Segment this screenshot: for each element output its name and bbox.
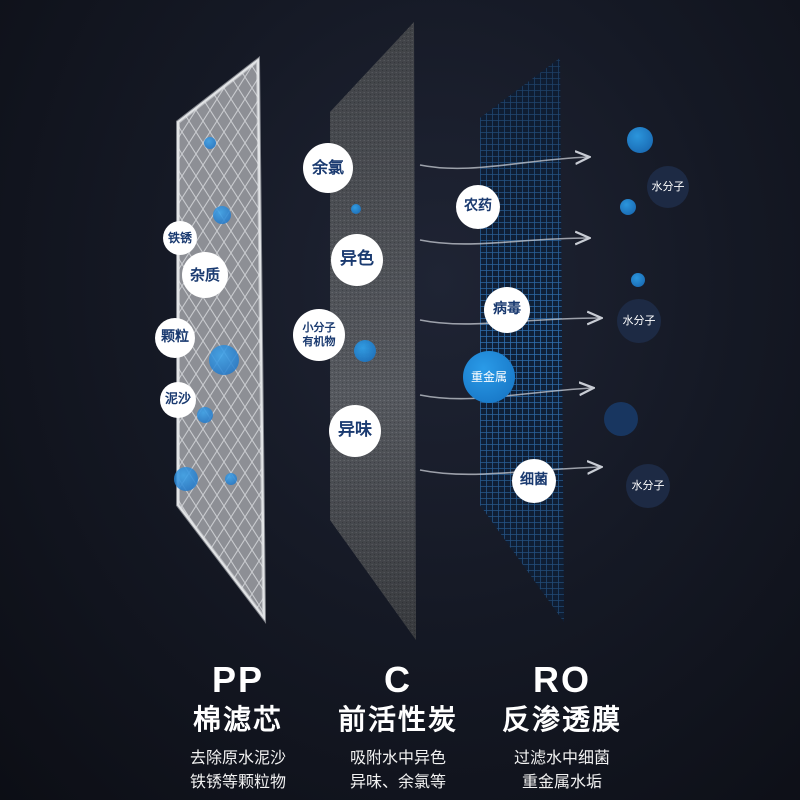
filter-description: 去除原水泥沙 铁锈等颗粒物 bbox=[113, 746, 363, 794]
water-molecule-bubble: 水分子 bbox=[617, 299, 661, 343]
particle-dot bbox=[604, 402, 638, 436]
particle-dot bbox=[620, 199, 636, 215]
pp-filter-info: PP 棉滤芯 去除原水泥沙 铁锈等颗粒物 bbox=[113, 660, 363, 794]
filter-name: 前活性炭 bbox=[337, 703, 458, 736]
water-molecule-bubble: 水分子 bbox=[647, 166, 689, 208]
particle-dot bbox=[225, 473, 237, 485]
contaminant-bubble-organics: 小分子 有机物 bbox=[293, 309, 345, 361]
contaminant-bubble-heavy-metal: 重金属 bbox=[463, 351, 515, 403]
contaminant-bubble-color: 异色 bbox=[331, 234, 383, 286]
carbon-filter-info: C 前活性炭 吸附水中异色 异味、余氯等 bbox=[273, 660, 523, 794]
filter-description: 过滤水中细菌 重金属水垢 bbox=[437, 746, 687, 794]
particle-dot bbox=[204, 137, 216, 149]
contaminant-bubble-odor: 异味 bbox=[329, 405, 381, 457]
filter-name: 反渗透膜 bbox=[501, 703, 622, 736]
particle-dot bbox=[197, 407, 213, 423]
ro-filter-info: RO 反渗透膜 过滤水中细菌 重金属水垢 bbox=[437, 660, 687, 794]
particle-dot bbox=[213, 206, 231, 224]
contaminant-bubble-bacteria: 细菌 bbox=[512, 459, 556, 503]
contaminant-bubble-chlorine: 余氯 bbox=[303, 143, 353, 193]
contaminant-bubble-pesticide: 农药 bbox=[456, 185, 500, 229]
contaminant-bubble-sediment: 泥沙 bbox=[160, 382, 196, 418]
filter-name: 棉滤芯 bbox=[192, 703, 283, 736]
filter-desc-line: 重金属水垢 bbox=[521, 772, 602, 791]
contaminant-bubble-virus: 病毒 bbox=[484, 287, 530, 333]
filter-desc-line: 铁锈等颗粒物 bbox=[189, 772, 286, 791]
filter-layers bbox=[176, 22, 800, 640]
particle-dot bbox=[627, 127, 653, 153]
filter-code: C bbox=[384, 659, 412, 700]
particle-dot bbox=[351, 204, 361, 214]
filter-desc-line: 异味、余氯等 bbox=[349, 772, 446, 791]
contaminant-bubble-particle: 颗粒 bbox=[155, 318, 195, 358]
filter-code: RO bbox=[533, 659, 591, 700]
filter-code: PP bbox=[211, 659, 265, 700]
filter-desc-line: 去除原水泥沙 bbox=[189, 748, 286, 767]
water-molecule-bubble: 水分子 bbox=[626, 464, 670, 508]
particle-dot bbox=[174, 467, 198, 491]
filter-desc-line: 过滤水中细菌 bbox=[513, 748, 610, 767]
contaminant-bubble-impurity: 杂质 bbox=[182, 252, 228, 298]
particle-dot bbox=[209, 345, 239, 375]
particle-dot bbox=[631, 273, 645, 287]
particle-dot bbox=[354, 340, 376, 362]
filter-desc-line: 吸附水中异色 bbox=[349, 748, 446, 767]
filter-diagram: 铁锈 杂质 颗粒 泥沙 余氯 异色 小分子 有机物 异味 农药 病毒 重金属 细… bbox=[155, 22, 800, 640]
contaminant-bubble-rust: 铁锈 bbox=[163, 221, 197, 255]
filter-description: 吸附水中异色 异味、余氯等 bbox=[273, 746, 523, 794]
